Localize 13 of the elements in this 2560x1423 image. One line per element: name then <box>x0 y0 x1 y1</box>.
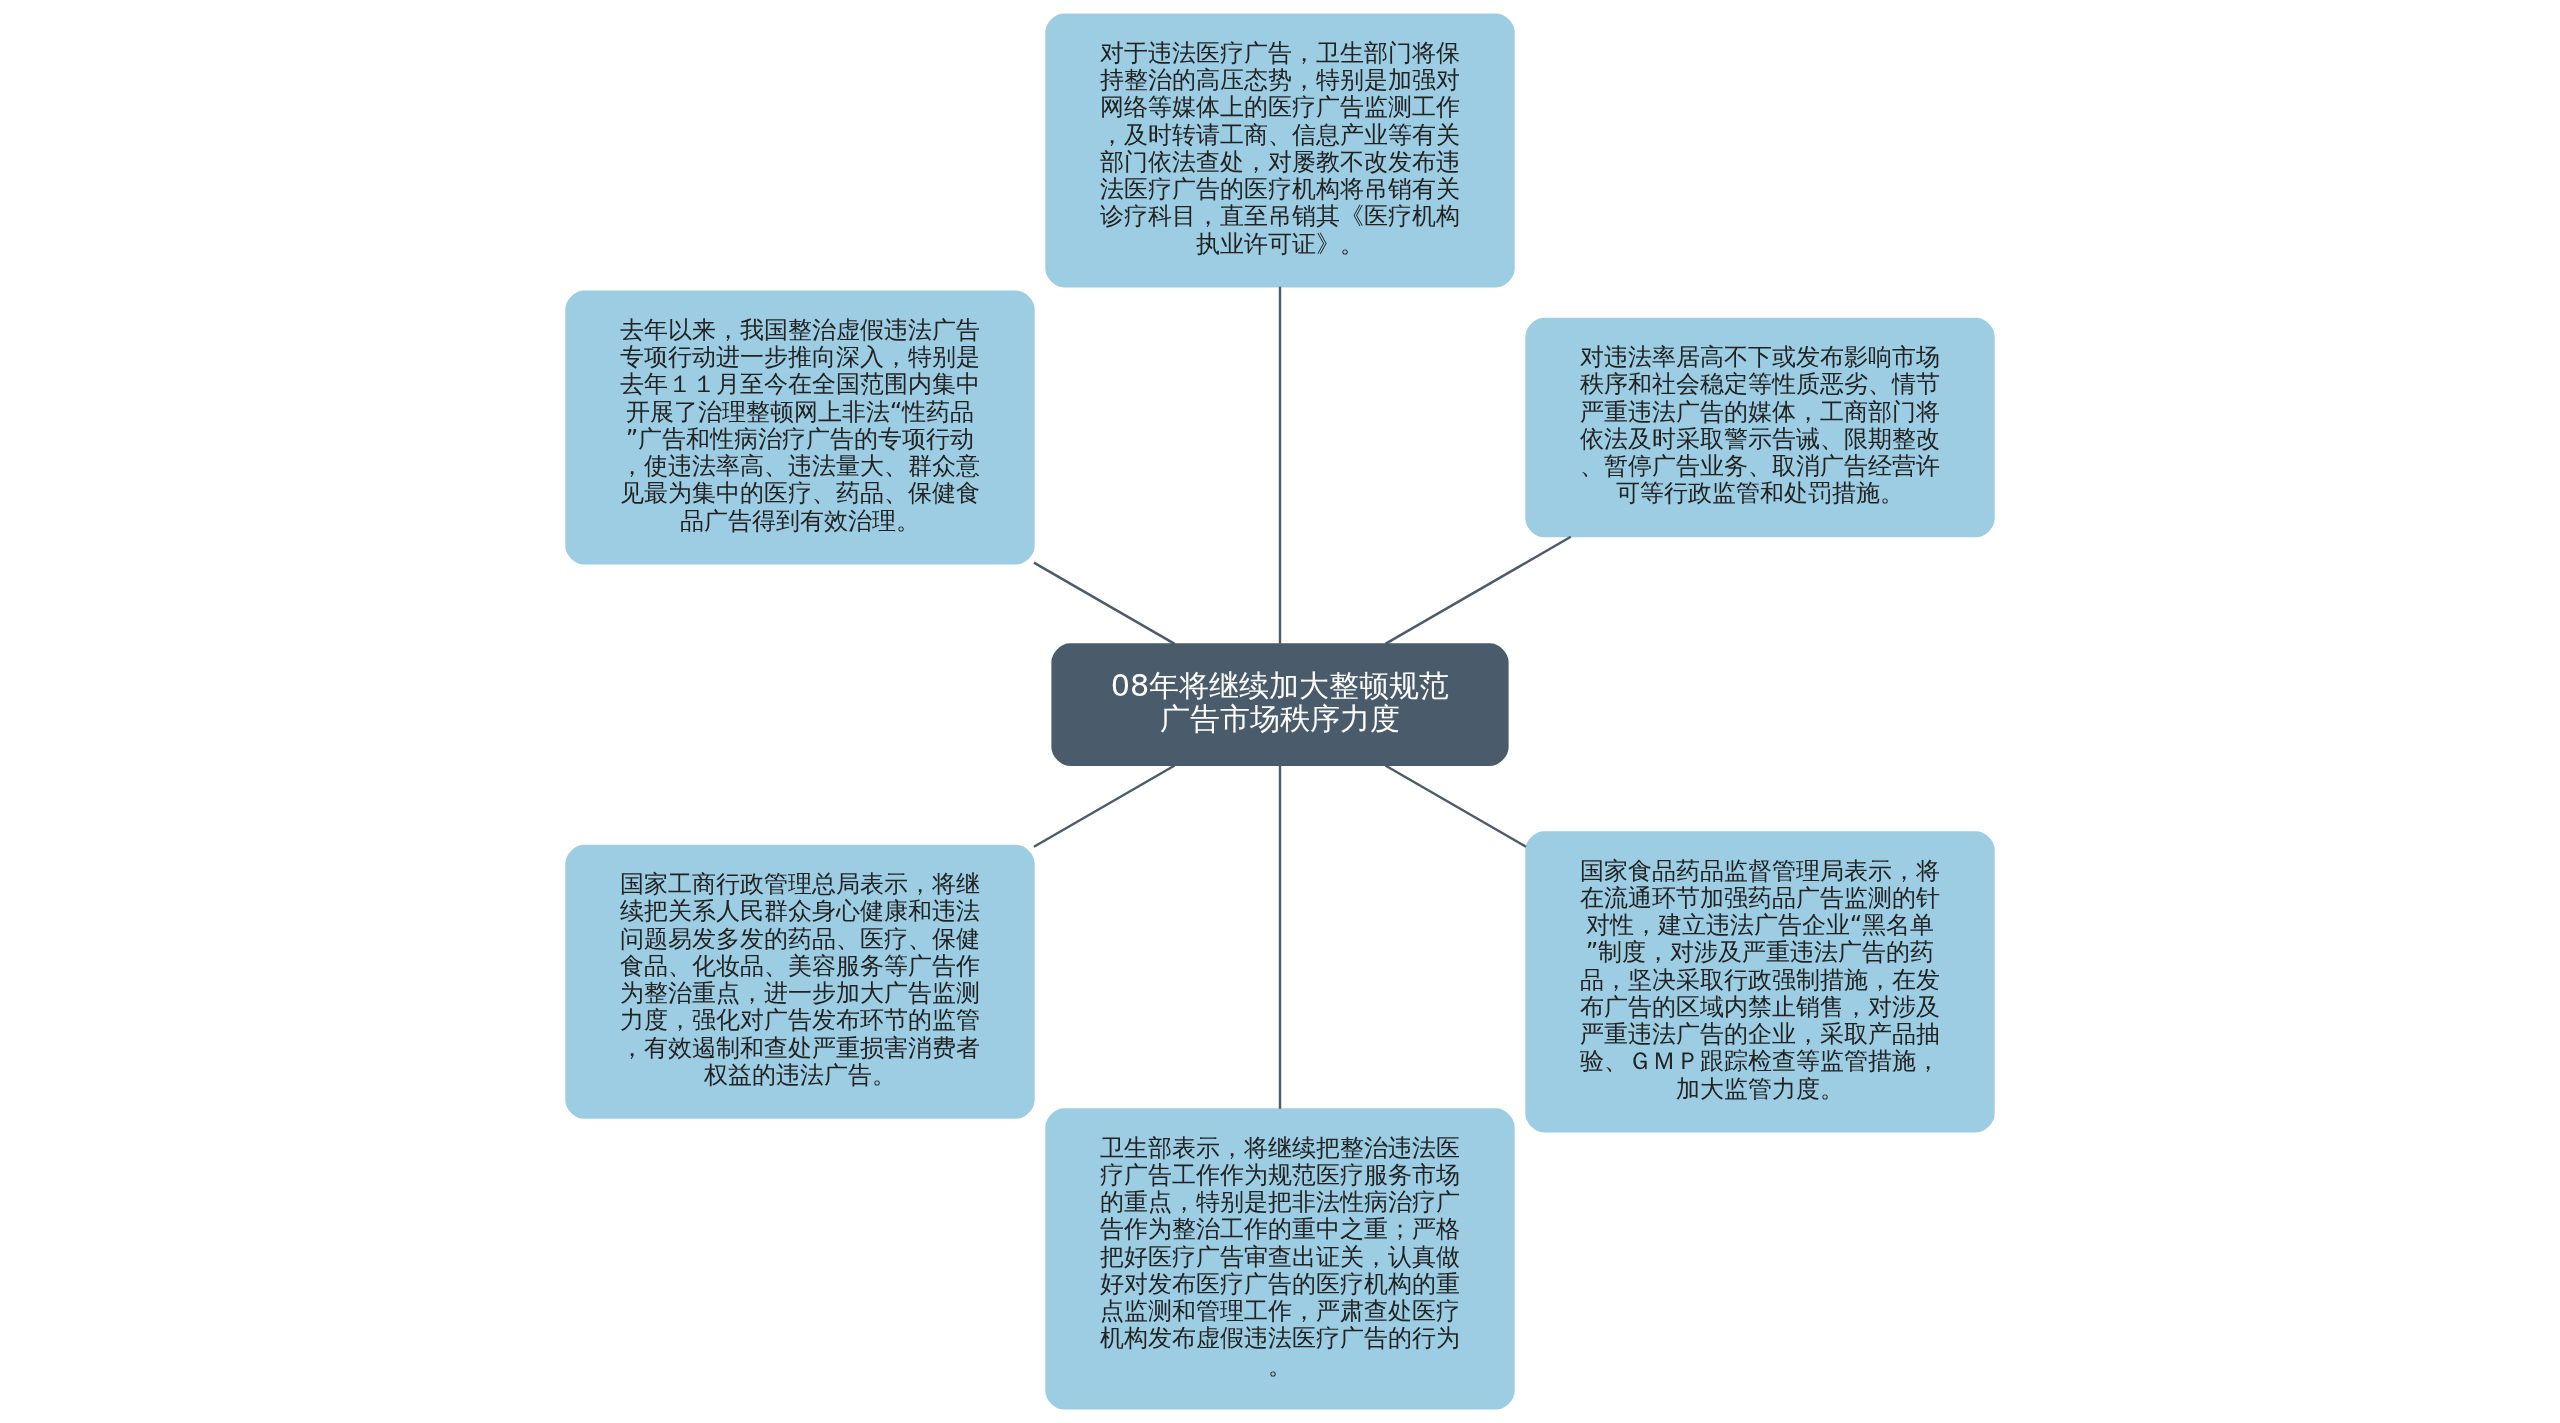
node-box: 国家工商行政管理总局表示，将继续把关系人民群众身心健康和违法问题易发多发的药品、医疗、保健食品、化妆品、美容服务等广告作为整治重点，进一步加大广告监测力度，强化对广告发布环节的监管，有效遏制和查处严重损害消费者权益的违法广告。 <box>565 844 1035 1119</box>
node-box: 对违法率居高不下或发布影响市场秩序和社会稳定等性质恶劣、情节严重违法广告的媒体，工商部门将依法及时采取警示告诫、限期整改、暂停广告业务、取消广告经营许可等行政监管和处罚措施。 <box>1525 317 1995 538</box>
connector <box>1033 561 1176 645</box>
node-box: 对于违法医疗广告，卫生部门将保持整治的高压态势，特别是加强对网络等媒体上的医疗广告监测工作，及时转请工商、信息产业等有关部门依法查处，对屡教不改发布违法医疗广告的医疗机构将吊销有关诊疗科目，直至吊销其《医疗机构执业许可证》。 <box>1045 13 1515 288</box>
connector <box>1384 764 1527 848</box>
node-box: 卫生部表示，将继续把整治违法医疗广告工作作为规范医疗服务市场的重点，特别是把非法性病治疗广告作为整治工作的重中之重；严格把好医疗广告审查出证关，认真做好对发布医疗广告的医疗机构的重点监测和管理工作，严肃查处医疗机构发布虚假违法医疗广告的行为。 <box>1045 1108 1515 1410</box>
connector <box>1278 286 1282 644</box>
node-box: 08年将继续加大整顿规范广告市场秩序力度 <box>1051 643 1509 766</box>
connector <box>1384 535 1572 645</box>
node-box: 国家食品药品监督管理局表示，将在流通环节加强药品广告监测的针对性，建立违法广告企业“黑名单”制度，对涉及严重违法广告的药品，坚决采取行政强制措施，在发布广告的区域内禁止销售，对涉及严重违法广告的企业，采取产品抽验、ＧＭＰ跟踪检查等监管措施，加大监管力度。 <box>1525 831 1995 1133</box>
connector <box>1033 764 1176 848</box>
connector <box>1278 765 1282 1109</box>
node-box: 去年以来，我国整治虚假违法广告专项行动进一步推向深入，特别是去年１１月至今在全国范围内集中开展了治理整顿网上非法“性药品”广告和性病治疗广告的专项行动，使违法率高、违法量大、群众意见最为集中的医疗、药品、保健食品广告得到有效治理。 <box>565 290 1035 565</box>
